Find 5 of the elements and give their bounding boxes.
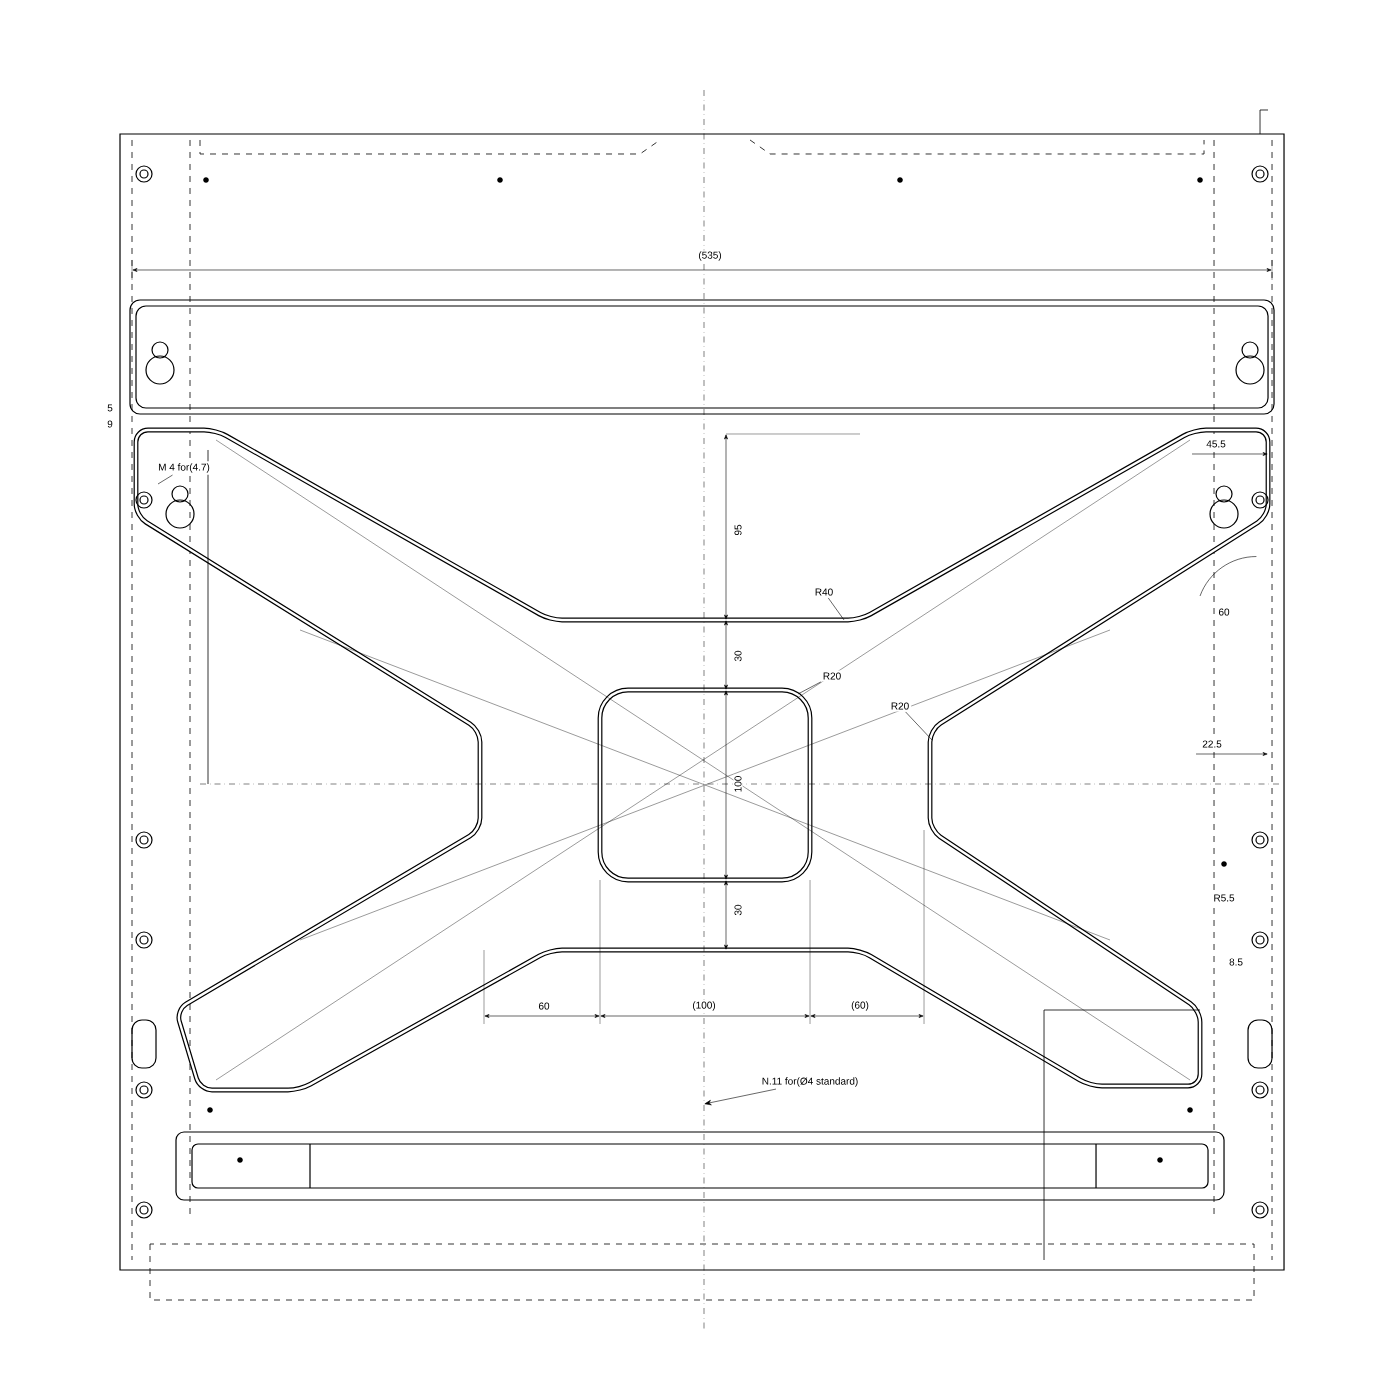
leader-line (157, 474, 173, 485)
leader-line (797, 681, 822, 695)
leader-line (704, 1088, 777, 1106)
leader-line (905, 711, 933, 741)
leader-line (827, 597, 845, 621)
